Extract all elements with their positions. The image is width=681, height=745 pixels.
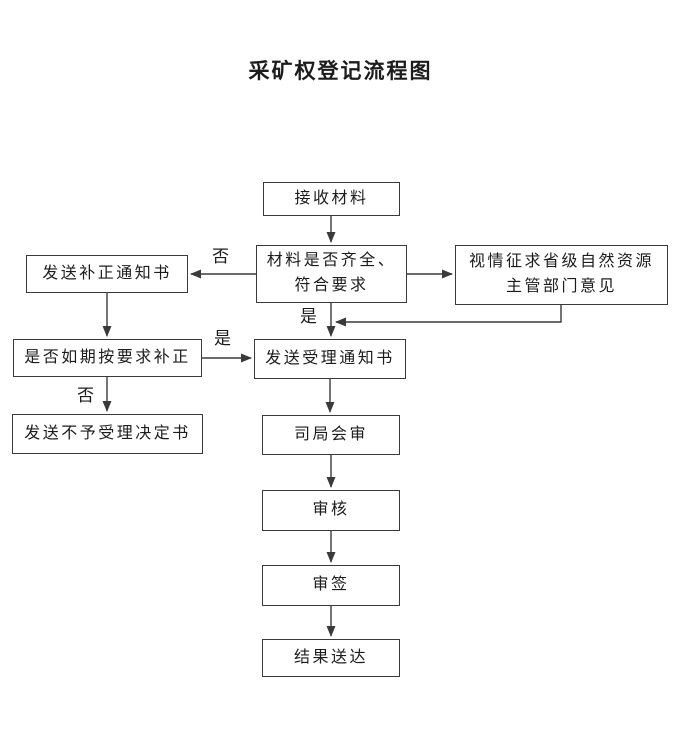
node-send-acceptance-notice: 发送受理通知书	[254, 339, 406, 379]
edge-label-no-to-correction: 否	[212, 247, 229, 266]
node-receive-materials: 接收材料	[263, 182, 400, 216]
node-check-materials: 材料是否齐全、 符合要求	[256, 245, 407, 303]
node-seek-provincial-opinion: 视情征求省级自然资源 主管部门意见	[455, 245, 668, 305]
node-sign-approval: 审签	[262, 565, 400, 606]
edge-label-no-to-rejection: 否	[77, 386, 94, 405]
node-send-rejection-decision: 发送不予受理决定书	[12, 414, 203, 454]
edge-label-yes-to-acceptance: 是	[300, 307, 317, 326]
node-joint-review: 司局会审	[262, 415, 400, 455]
node-deliver-result: 结果送达	[262, 639, 400, 677]
node-correction-on-time: 是否如期按要求补正	[13, 339, 202, 377]
node-review: 审核	[262, 490, 400, 531]
node-send-correction-notice: 发送补正通知书	[26, 255, 188, 293]
edge-label-yes-from-correction: 是	[214, 329, 231, 348]
flowchart-title: 采矿权登记流程图	[248, 60, 433, 83]
